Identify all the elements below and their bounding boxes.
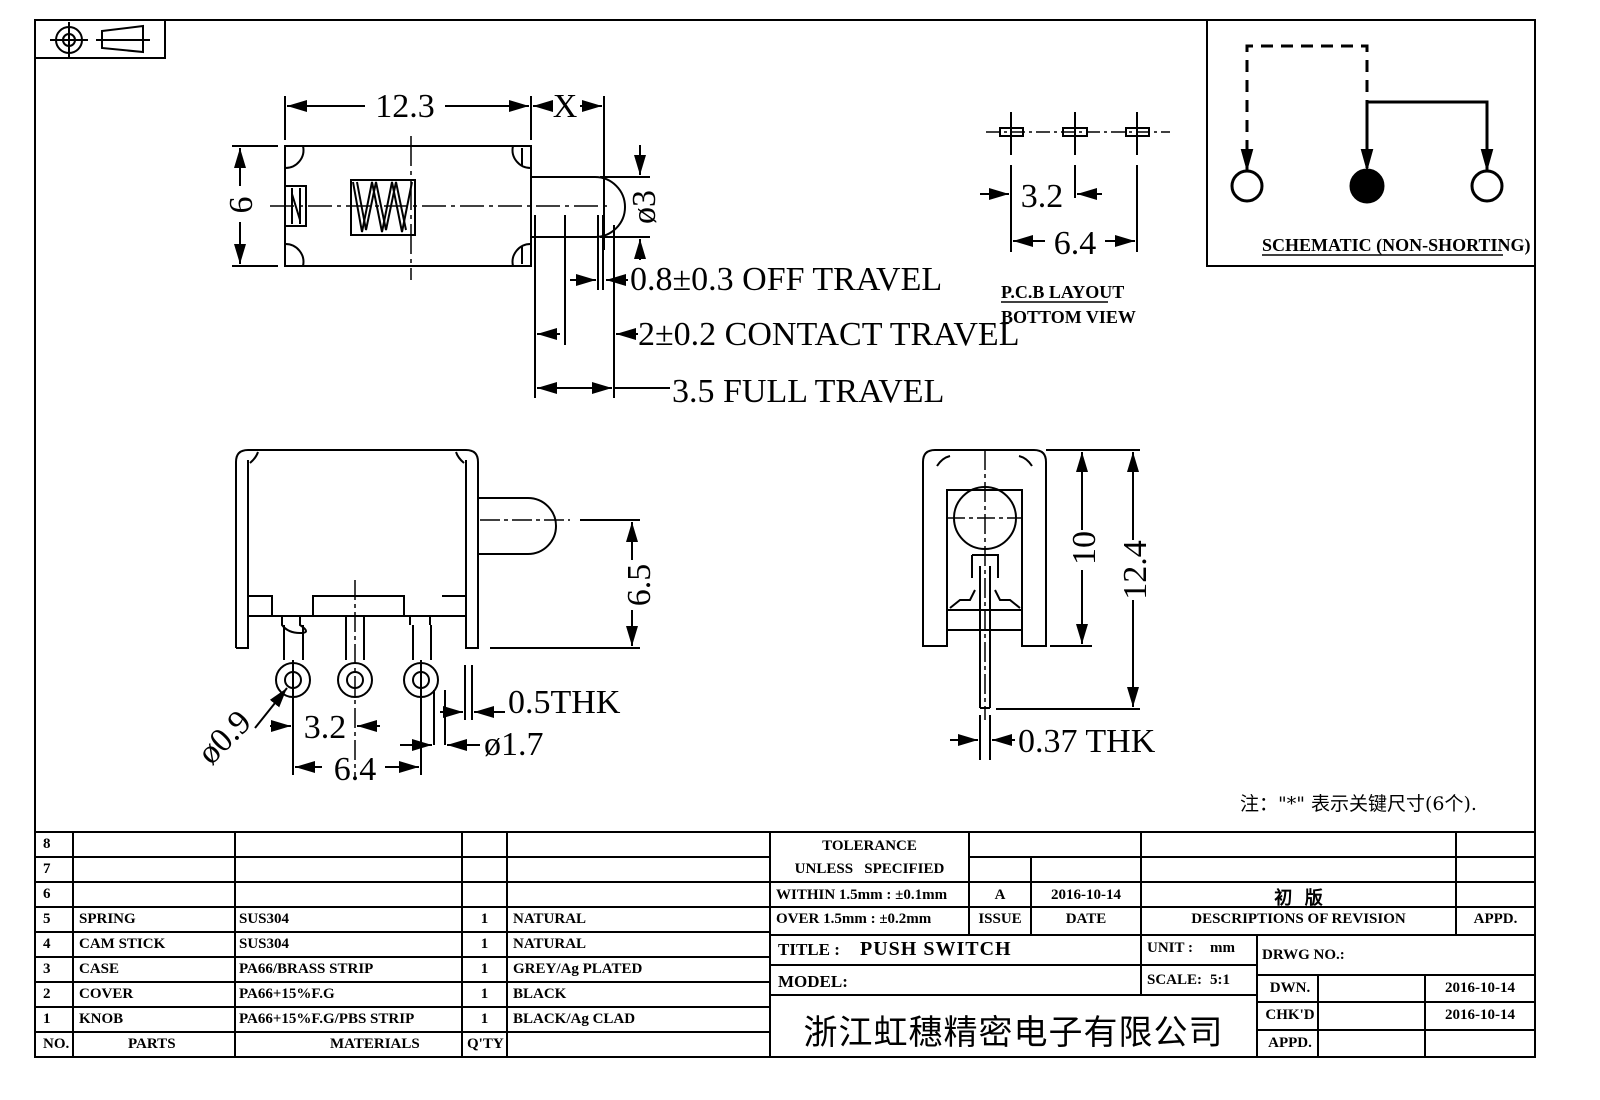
bom-cell-qty: 1: [480, 1011, 489, 1027]
bom-cell-no: 3: [43, 961, 51, 977]
bom-cell-material: SUS304: [239, 936, 290, 952]
note-text: 注："*" 表示关键尺寸(6个).: [1240, 793, 1477, 815]
dim-knob-height: 6.5: [621, 564, 658, 607]
dim-x: X: [553, 88, 578, 125]
bom-cell-material: PA66/BRASS STRIP: [239, 961, 374, 977]
bom-header-no: NO.: [43, 1036, 70, 1052]
dwn-date: 2016-10-14: [1445, 980, 1515, 996]
dim-pin-span: 6.4: [334, 751, 377, 788]
dim-pin-thickness: 0.37 THK: [1018, 723, 1156, 760]
dim-length: 12.3: [375, 88, 435, 125]
top-view: [232, 96, 670, 398]
dim-pad-diameter: ø1.7: [484, 726, 544, 763]
bom-cell-finish: NATURAL: [513, 936, 587, 952]
bom-cell-no: 6: [43, 886, 51, 902]
company-name: 浙江虹穗精密电子有限公司: [803, 1013, 1224, 1053]
bom-cell-material: PA66+15%F.G/PBS STRIP: [239, 1011, 415, 1027]
header-date: DATE: [1065, 911, 1107, 927]
unit-value: mm: [1210, 940, 1235, 956]
top-view-dimensions: 12.3 X 6 ø3 0.8±0.3 OFF TRAVEL 2±0.2 CON…: [223, 88, 1019, 410]
bom-cell-no: 1: [43, 1011, 51, 1027]
scale-value: 5:1: [1210, 972, 1230, 988]
tolerance-subheading: UNLESS SPECIFIED: [794, 861, 945, 877]
front-view-dimensions: 6.5 0.5THK ø1.7 3.2 6.4 ø0.9: [190, 564, 658, 788]
revision-issue: A: [994, 887, 1006, 903]
bom-cell-no: 4: [43, 936, 51, 952]
bom-cell-part: KNOB: [79, 1011, 124, 1027]
bom-cell-no: 5: [43, 911, 51, 927]
bom-cell-part: CASE: [79, 961, 120, 977]
tolerance-within: WITHIN 1.5mm : ±0.1mm: [776, 887, 948, 903]
tolerance-heading: TOLERANCE: [822, 838, 917, 854]
chkd-date: 2016-10-14: [1445, 1007, 1515, 1023]
schematic: [1206, 20, 1535, 267]
dim-total-height: 12.4: [1117, 540, 1154, 600]
dwn-label: DWN.: [1269, 980, 1311, 996]
schematic-label: SCHEMATIC (NON-SHORTING): [1262, 235, 1531, 256]
dim-height: 6: [223, 197, 260, 214]
bom-cell-qty: 1: [480, 911, 489, 927]
dim-body-height: 10: [1066, 531, 1103, 565]
bom-cell-part: COVER: [79, 986, 134, 1002]
bom-header-qty: Q'TY: [467, 1036, 504, 1052]
bom-cell-qty: 1: [480, 936, 489, 952]
dim-contact-travel: 2±0.2 CONTACT TRAVEL: [638, 316, 1019, 353]
side-view-dimensions: 10 12.4 0.37 THK: [1018, 531, 1156, 760]
header-issue: ISSUE: [978, 911, 1022, 927]
bom-header-materials: MATERIALS: [330, 1036, 420, 1052]
first-angle-projection-icon: [35, 20, 166, 59]
unit-label: UNIT :: [1147, 940, 1193, 956]
front-view: [235, 449, 640, 780]
dim-hole-diameter: ø0.9: [190, 703, 258, 771]
drwg-no-label: DRWG NO.:: [1262, 947, 1345, 963]
chkd-label: CHK'D: [1265, 1007, 1315, 1023]
dim-diameter: ø3: [626, 190, 663, 224]
spring-icon: [350, 179, 416, 236]
bom-cell-qty: 1: [480, 961, 489, 977]
revision-date: 2016-10-14: [1051, 887, 1121, 903]
pcb-title: P.C.B LAYOUT: [1001, 282, 1124, 302]
pcb-layout-labels: 3.2 6.4 P.C.B LAYOUT BOTTOM VIEW: [1001, 178, 1136, 327]
bom-cell-no: 2: [43, 986, 51, 1002]
terminal-open-icon: [1470, 169, 1504, 203]
bom-cell-part: SPRING: [79, 911, 136, 927]
bom-cell-finish: BLACK: [513, 986, 567, 1002]
header-appd: APPD.: [1473, 911, 1518, 927]
title-label: TITLE :: [778, 940, 840, 959]
dim-off-travel: 0.8±0.3 OFF TRAVEL: [630, 261, 942, 298]
bom-cell-no: 7: [43, 861, 51, 877]
bom-cell-material: SUS304: [239, 911, 290, 927]
bom-cell-finish: NATURAL: [513, 911, 587, 927]
bom-cell-finish: BLACK/Ag CLAD: [513, 1011, 636, 1027]
bom-cell-part: CAM STICK: [79, 936, 166, 952]
pcb-pitch: 3.2: [1021, 178, 1064, 215]
side-view: [922, 449, 1140, 760]
dim-pin-pitch: 3.2: [304, 709, 347, 746]
drawing-title: PUSH SWITCH: [860, 938, 1012, 960]
dim-thickness: 0.5THK: [508, 684, 621, 721]
drawing-border: [34, 19, 1536, 1058]
bom-cell-qty: 1: [480, 986, 489, 1002]
pcb-subtitle: BOTTOM VIEW: [1001, 307, 1136, 327]
bom-header-parts: PARTS: [128, 1036, 176, 1052]
bom-cell-material: PA66+15%F.G: [239, 986, 335, 1002]
dim-full-travel: 3.5 FULL TRAVEL: [672, 373, 944, 410]
bom-cell-finish: GREY/Ag PLATED: [513, 961, 643, 977]
scale-label: SCALE:: [1147, 972, 1203, 988]
model-label: MODEL:: [778, 972, 848, 991]
bom-cell-no: 8: [43, 836, 51, 852]
pcb-layout: [980, 112, 1170, 303]
terminal-common-icon: [1349, 168, 1385, 204]
title-block-grid: [35, 831, 1535, 1057]
header-description: DESCRIPTIONS OF REVISION: [1191, 911, 1406, 927]
appd-label: APPD.: [1268, 1035, 1312, 1051]
tolerance-over: OVER 1.5mm : ±0.2mm: [776, 911, 932, 927]
terminal-open-icon: [1230, 169, 1264, 203]
pcb-span: 6.4: [1054, 225, 1097, 262]
revision-description: 初 版: [1274, 888, 1323, 909]
